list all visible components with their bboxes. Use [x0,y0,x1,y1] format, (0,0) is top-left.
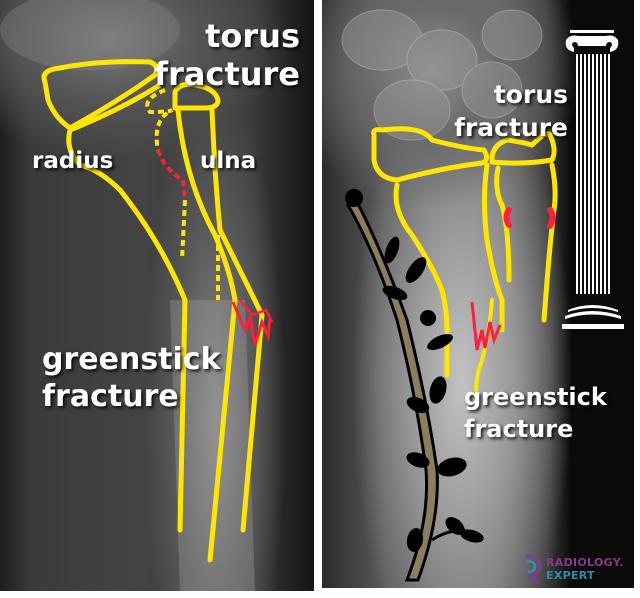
greenstick-fracture-label-line1: greenstick [464,383,607,411]
logo-swirl-icon [525,554,542,584]
logo-text-expert: EXPERT [546,569,595,582]
ulna-label: ulna [200,148,257,174]
torus-fracture-label-line1: torus [493,80,568,109]
torus-fracture-label-line2: fracture [154,55,300,93]
logo-text-radiology: RADIOLOGY. [546,556,624,569]
torus-fracture-label-line1: torus [205,17,300,55]
greenstick-fracture-label-line1: greenstick [42,342,221,377]
greenstick-fracture-label-line2: fracture [42,379,179,414]
radiology-expert-logo: RADIOLOGY. EXPERT [524,553,634,585]
greek-column-icon [562,30,624,329]
lateral-xray-panel: torus fracture radius ulna greenstick fr… [0,0,314,591]
radius-label: radius [32,148,114,174]
ap-xray-panel: torus fracture greenstick fracture [322,0,634,588]
greenstick-fracture-label-line2: fracture [464,415,574,443]
bone-outline-overlay [341,9,624,582]
torus-fracture-label-line2: fracture [454,113,568,142]
branch-twig-icon [345,189,484,582]
bone-outline-overlay [0,0,274,591]
